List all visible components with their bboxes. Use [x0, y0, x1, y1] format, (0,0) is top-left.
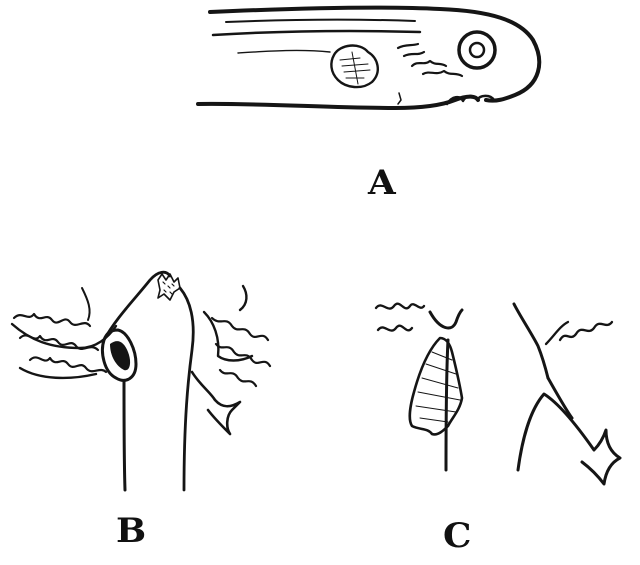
panel-a-inner-line: [238, 50, 330, 53]
panel-b-top-mass-dots: [163, 282, 174, 294]
panel-a-eye-outer: [459, 32, 495, 68]
panel-a-fin-line-1: [213, 31, 420, 35]
panel-a-gill-filaments: [398, 44, 462, 76]
panel-c-left-stem: [430, 310, 462, 470]
panel-c-label: C: [443, 519, 471, 553]
panel-a-label: A: [368, 166, 396, 200]
panel-b-drawing: [12, 272, 270, 490]
panel-b-label: B: [116, 514, 146, 548]
panel-b-left-filaments: [14, 314, 106, 372]
panel-a-eye-inner: [470, 43, 484, 57]
panel-c-left-filaments: [376, 304, 424, 331]
panel-b-right-curve: [240, 286, 246, 310]
panel-b-right-arch: [180, 288, 193, 490]
panel-b-left-frond-3: [82, 288, 90, 320]
panel-c-drawing: [376, 304, 620, 484]
panel-c-right-arm: [514, 304, 548, 378]
panel-b-nodule-fill: [110, 341, 130, 370]
panel-a-lower-outline: [198, 97, 478, 108]
panel-c-right-fork: [518, 394, 620, 484]
panel-a-tick: [398, 93, 401, 104]
panel-a-drawing: [198, 8, 539, 108]
panel-c-right-frond: [546, 322, 568, 344]
panel-b-right-filaments: [212, 318, 270, 386]
panel-b-stem: [124, 382, 125, 490]
panel-c-right-filaments: [560, 322, 612, 340]
panel-b-right-foot: [192, 372, 240, 434]
panel-a-fin-line-2: [226, 20, 415, 22]
panel-b-left-frond-2: [20, 368, 96, 378]
panel-a-nodule-texture: [340, 52, 370, 84]
panel-b-right-frond: [204, 312, 252, 361]
